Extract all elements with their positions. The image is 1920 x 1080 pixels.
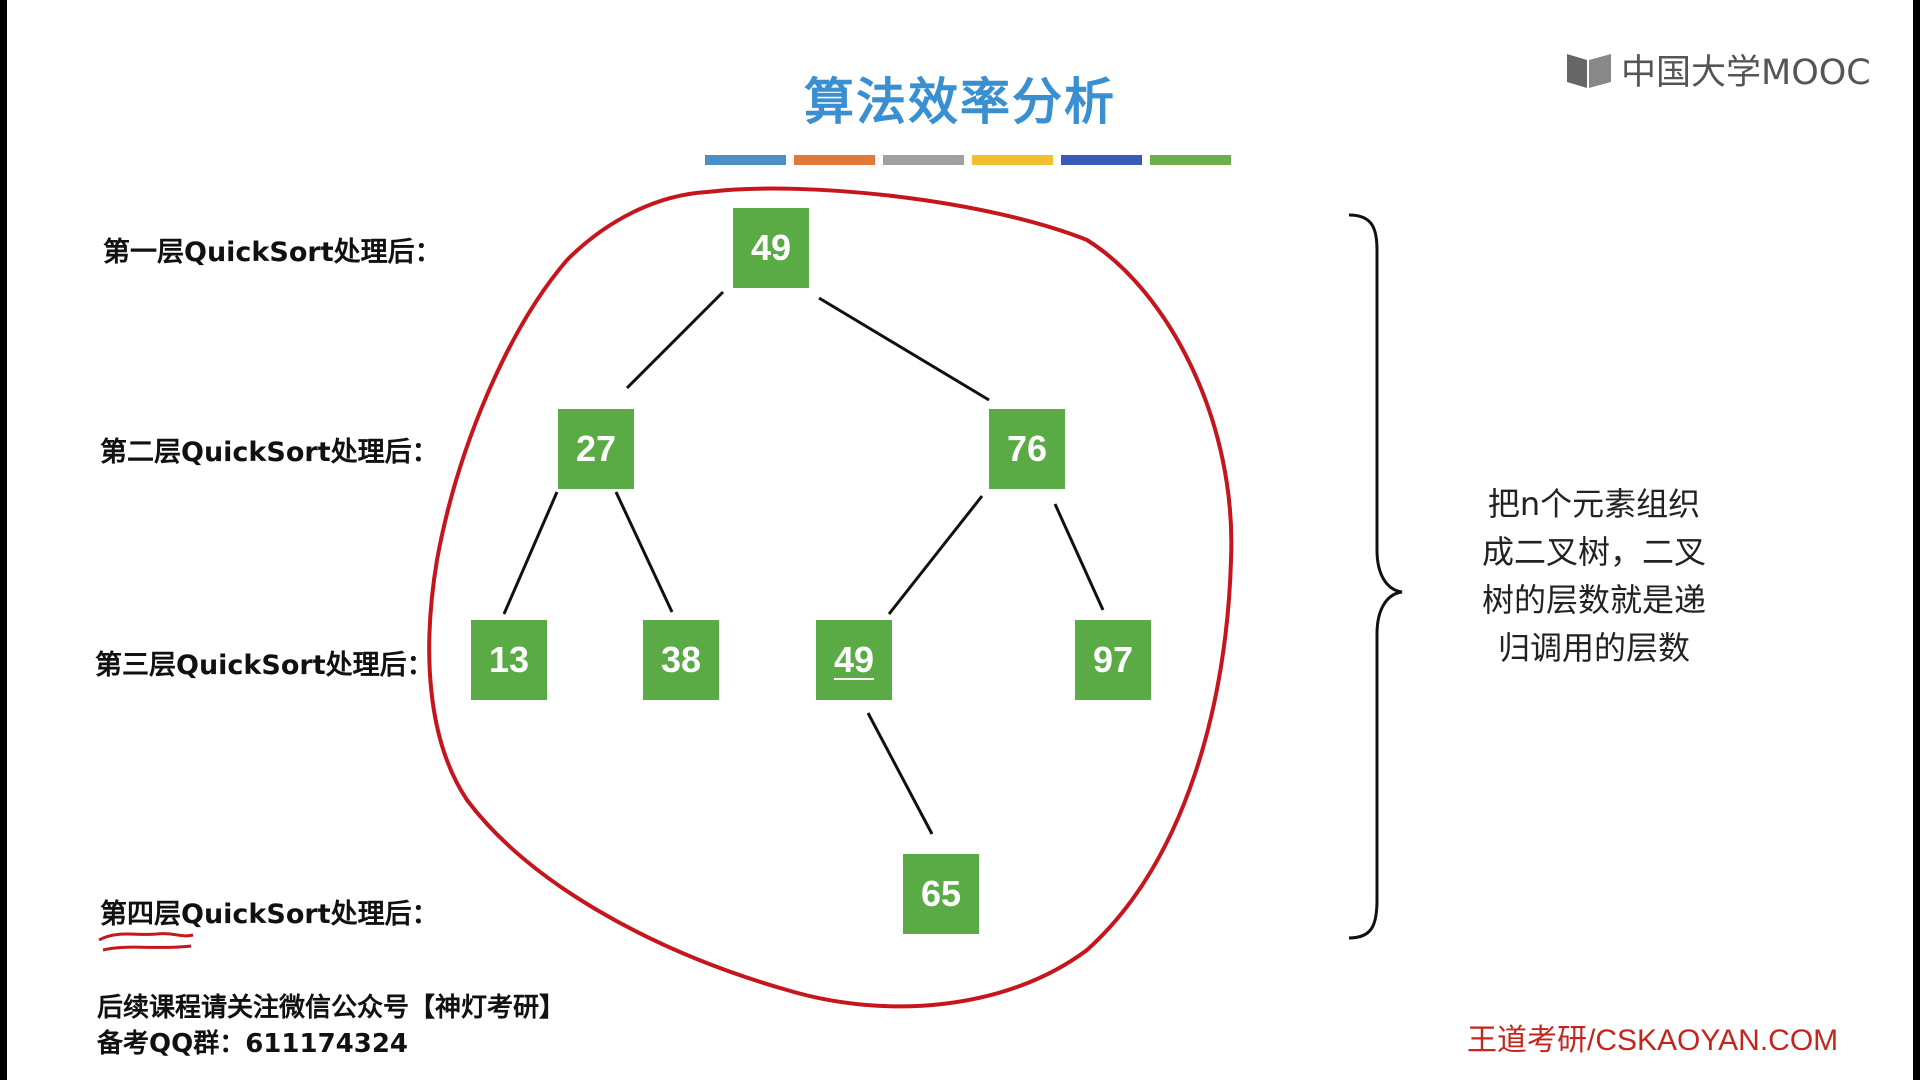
layer-label-2: 第二层QuickSort处理后： bbox=[100, 437, 439, 468]
edge-49-76 bbox=[818, 296, 990, 402]
layer-label-3: 第三层QuickSort处理后： bbox=[95, 650, 434, 681]
diagram-overlay bbox=[98, 186, 1403, 1009]
color-bar-segment-4 bbox=[972, 155, 1053, 165]
color-bar-segment-2 bbox=[794, 155, 875, 165]
title-color-bar bbox=[705, 155, 1231, 165]
red-circle-annotation bbox=[427, 186, 1234, 1009]
footer-left: 后续课程请关注微信公众号【神灯考研】 备考QQ群：611174324 bbox=[97, 990, 565, 1062]
right-brace bbox=[1348, 213, 1403, 940]
tree-node-76: 76 bbox=[989, 409, 1065, 489]
note-line-3: 树的层数就是递 bbox=[1481, 581, 1706, 619]
edge-49-65 bbox=[866, 712, 934, 835]
mooc-logo: 中国大学MOOC bbox=[1565, 44, 1871, 95]
tree-node-27: 27 bbox=[558, 409, 634, 489]
footer-brand: 王道考研/CSKAOYAN.COM bbox=[1467, 1024, 1839, 1057]
edge-76-49 bbox=[887, 495, 984, 615]
tree-node-97: 97 bbox=[1075, 620, 1151, 700]
edge-27-13 bbox=[502, 491, 559, 615]
color-bar-segment-5 bbox=[1061, 155, 1142, 165]
note-line-4: 归调用的层数 bbox=[1497, 629, 1690, 667]
tree-node-38: 38 bbox=[643, 620, 719, 700]
layer-label-4: 第四层QuickSort处理后： bbox=[100, 899, 439, 930]
slide-title: 算法效率分析 bbox=[804, 73, 1116, 131]
edge-76-97 bbox=[1053, 503, 1105, 611]
slide: 算法效率分析 中国大学MOOC 第一层QuickSort处理后： 第二层Quic… bbox=[7, 0, 1913, 1080]
color-bar-segment-6 bbox=[1150, 155, 1231, 165]
edge-27-38 bbox=[614, 491, 674, 613]
tree-edges bbox=[502, 290, 1105, 835]
layer-label-1: 第一层QuickSort处理后： bbox=[103, 237, 442, 268]
logo-text: 中国大学MOOC bbox=[1621, 53, 1871, 93]
color-bar-segment-1 bbox=[705, 155, 786, 165]
tree-node-49-root: 49 bbox=[733, 208, 809, 288]
mooc-book-icon bbox=[1565, 50, 1615, 90]
recursion-depth-note: 把n个元素组织 成二叉树，二叉 树的层数就是递 归调用的层数 bbox=[1449, 480, 1739, 672]
note-line-2: 成二叉树，二叉 bbox=[1481, 533, 1706, 571]
footer-wechat-line: 后续课程请关注微信公众号【神灯考研】 bbox=[97, 993, 566, 1023]
tree-node-49-dup: 49 bbox=[816, 620, 892, 700]
note-line-1: 把n个元素组织 bbox=[1487, 485, 1701, 523]
color-bar-segment-3 bbox=[883, 155, 964, 165]
tree-node-13: 13 bbox=[471, 620, 547, 700]
tree-node-65: 65 bbox=[903, 854, 979, 934]
edge-49-27 bbox=[625, 290, 725, 390]
label-scribble-annotation bbox=[98, 932, 194, 952]
footer-qq-line: 备考QQ群：611174324 bbox=[97, 1029, 409, 1059]
